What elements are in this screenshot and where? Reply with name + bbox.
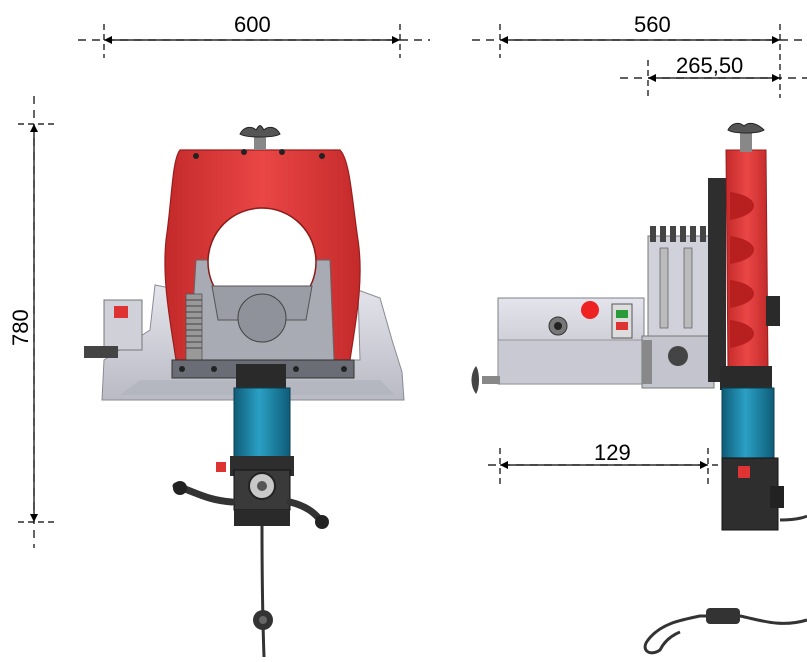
front-rack bbox=[186, 294, 202, 360]
dim-label-600: 600 bbox=[234, 14, 271, 36]
side-stop-button bbox=[581, 301, 599, 319]
front-cable bbox=[262, 526, 264, 657]
side-view bbox=[472, 123, 807, 652]
dim-label-129: 129 bbox=[594, 442, 631, 464]
side-motor bbox=[722, 388, 774, 460]
side-motor-top bbox=[720, 366, 772, 390]
side-cable-plug bbox=[706, 608, 740, 624]
front-view bbox=[84, 126, 404, 658]
side-heatsink bbox=[648, 236, 710, 336]
front-motor bbox=[234, 388, 290, 460]
side-clamp-plate bbox=[708, 178, 726, 382]
side-cable bbox=[780, 516, 807, 520]
dim-label-560: 560 bbox=[634, 14, 671, 36]
side-top-knob bbox=[728, 123, 764, 152]
front-top-knob bbox=[240, 126, 280, 151]
dim-label-780: 780 bbox=[10, 309, 32, 346]
dim-label-265-50: 265,50 bbox=[676, 55, 743, 77]
side-indicator-panel bbox=[612, 304, 632, 338]
front-motor-top bbox=[236, 364, 286, 388]
side-feed-knob bbox=[472, 366, 501, 394]
